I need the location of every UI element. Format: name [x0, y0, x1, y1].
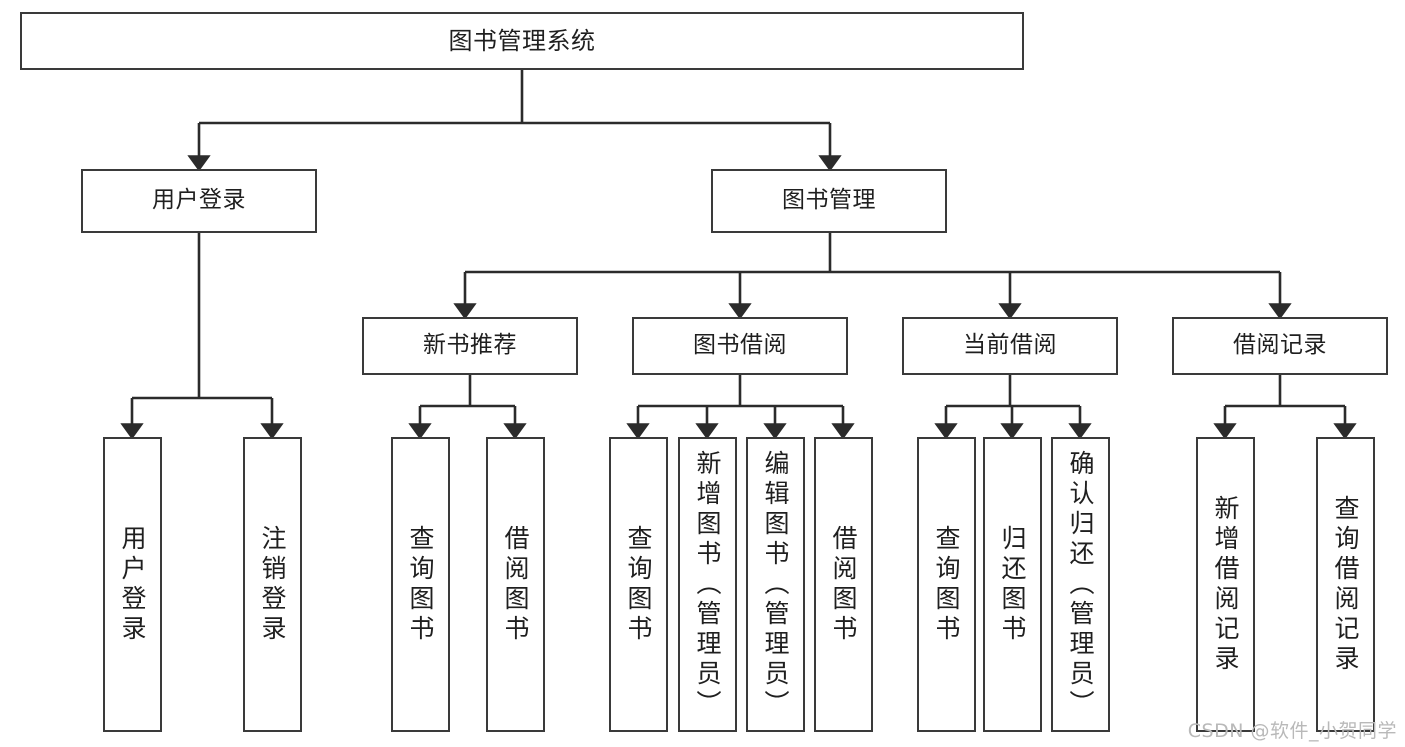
node-label: 用户登录 — [152, 187, 246, 214]
node-label: 图书借阅 — [693, 332, 787, 359]
csdn-watermark: CSDN @软件_小贺同学 — [1187, 720, 1397, 742]
node-label: 用户登录 — [118, 524, 147, 645]
node-borrow-records[interactable]: 借阅记录 — [1172, 317, 1388, 375]
leaf-user-login-login[interactable]: 用户登录 — [103, 437, 162, 732]
leaf-current-query-book[interactable]: 查询图书 — [917, 437, 976, 732]
node-label: 借阅图书 — [501, 524, 530, 645]
leaf-borrow-edit-book-admin[interactable]: 编辑图书（管理员） — [746, 437, 805, 732]
leaf-borrow-borrow-book[interactable]: 借阅图书 — [814, 437, 873, 732]
node-label: 新增借阅记录 — [1211, 494, 1240, 675]
node-label: 借阅记录 — [1233, 332, 1327, 359]
node-label: 注销登录 — [258, 524, 287, 645]
node-current-borrow[interactable]: 当前借阅 — [902, 317, 1118, 375]
node-label: 归还图书 — [998, 524, 1027, 645]
leaf-borrow-add-book-admin[interactable]: 新增图书（管理员） — [678, 437, 737, 732]
node-label: 查询图书 — [932, 524, 961, 645]
leaf-records-add-record[interactable]: 新增借阅记录 — [1196, 437, 1255, 732]
node-label: 新书推荐 — [423, 332, 517, 359]
leaf-borrow-query-book[interactable]: 查询图书 — [609, 437, 668, 732]
node-label: 图书管理系统 — [448, 26, 596, 55]
node-new-book-recommend[interactable]: 新书推荐 — [362, 317, 578, 375]
node-label: 新增图书（管理员） — [693, 449, 722, 720]
node-label: 图书管理 — [782, 187, 876, 214]
leaf-current-return-book[interactable]: 归还图书 — [983, 437, 1042, 732]
node-user-login[interactable]: 用户登录 — [81, 169, 317, 233]
node-book-management[interactable]: 图书管理 — [711, 169, 947, 233]
node-label: 编辑图书（管理员） — [761, 449, 790, 720]
node-label: 查询图书 — [406, 524, 435, 645]
leaf-current-confirm-return-admin[interactable]: 确认归还（管理员） — [1051, 437, 1110, 732]
node-root-system[interactable]: 图书管理系统 — [20, 12, 1024, 70]
node-label: 查询图书 — [624, 524, 653, 645]
node-label: 查询借阅记录 — [1331, 494, 1360, 675]
leaf-recommend-borrow-book[interactable]: 借阅图书 — [486, 437, 545, 732]
node-label: 确认归还（管理员） — [1066, 449, 1095, 720]
leaf-recommend-query-book[interactable]: 查询图书 — [391, 437, 450, 732]
node-label: 当前借阅 — [963, 332, 1057, 359]
leaf-records-query-record[interactable]: 查询借阅记录 — [1316, 437, 1375, 732]
leaf-user-login-logout[interactable]: 注销登录 — [243, 437, 302, 732]
node-label: 借阅图书 — [829, 524, 858, 645]
node-book-borrow[interactable]: 图书借阅 — [632, 317, 848, 375]
